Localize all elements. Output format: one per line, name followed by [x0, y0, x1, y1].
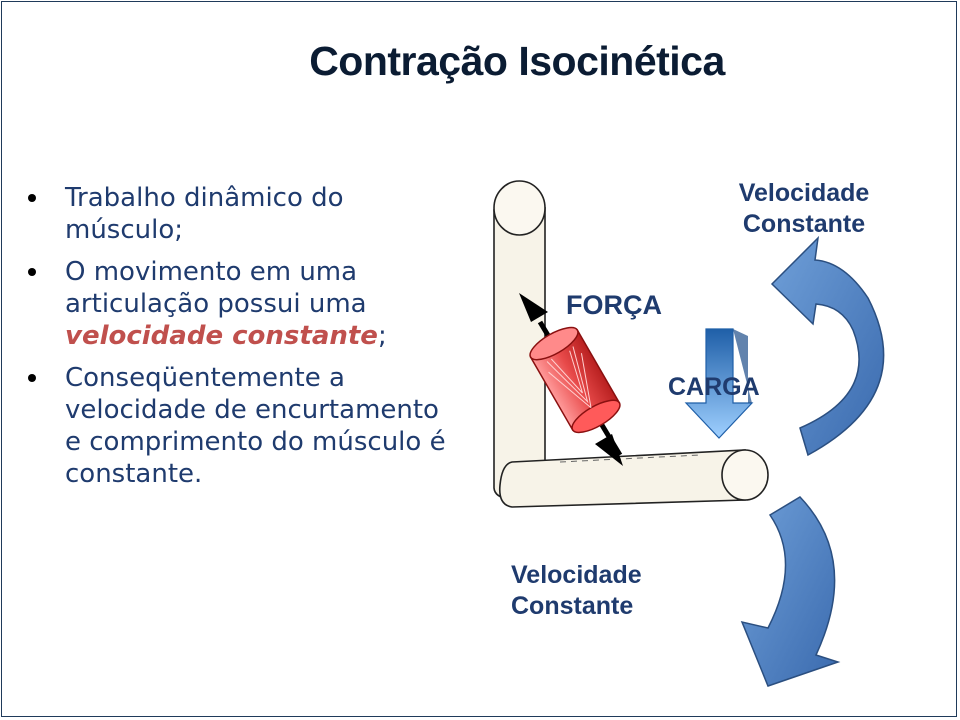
slide-title: Contração Isocinética — [309, 38, 725, 84]
bullet-dot-icon — [28, 268, 36, 276]
bullet-text: Conseqüentemente a velocidade de encurta… — [65, 363, 446, 489]
bullet-text-end: ; — [377, 321, 387, 351]
bullet-list: Trabalho dinâmico do músculo; O moviment… — [28, 182, 448, 500]
bottom-speed-label-line2: Constante — [511, 592, 633, 620]
bullet-item: Conseqüentemente a velocidade de encurta… — [28, 362, 448, 490]
load-arrow-icon — [684, 328, 754, 439]
bullet-text: O movimento em uma articulação possui um… — [65, 257, 367, 319]
upper-bone-icon — [493, 180, 546, 501]
forearm-bone-icon — [498, 449, 769, 508]
top-speed-label-line1: Velocidade — [739, 179, 870, 207]
bottom-speed-label-line1: Velocidade — [511, 561, 642, 589]
muscle-icon — [529, 326, 621, 434]
bullet-dot-icon — [28, 374, 36, 382]
curved-arrow-bottom-icon — [740, 496, 841, 687]
bullet-text: Trabalho dinâmico do músculo; — [65, 183, 344, 245]
bullet-emphasis: velocidade constante — [65, 321, 378, 351]
load-label: CARGA — [668, 373, 760, 401]
force-label: FORÇA — [566, 290, 662, 320]
top-speed-label-line2: Constante — [743, 210, 865, 238]
bullet-item: O movimento em uma articulação possui um… — [28, 256, 448, 352]
curved-arrow-top-icon — [770, 235, 885, 457]
bullet-item: Trabalho dinâmico do músculo; — [28, 182, 448, 246]
bullet-dot-icon — [28, 194, 36, 202]
